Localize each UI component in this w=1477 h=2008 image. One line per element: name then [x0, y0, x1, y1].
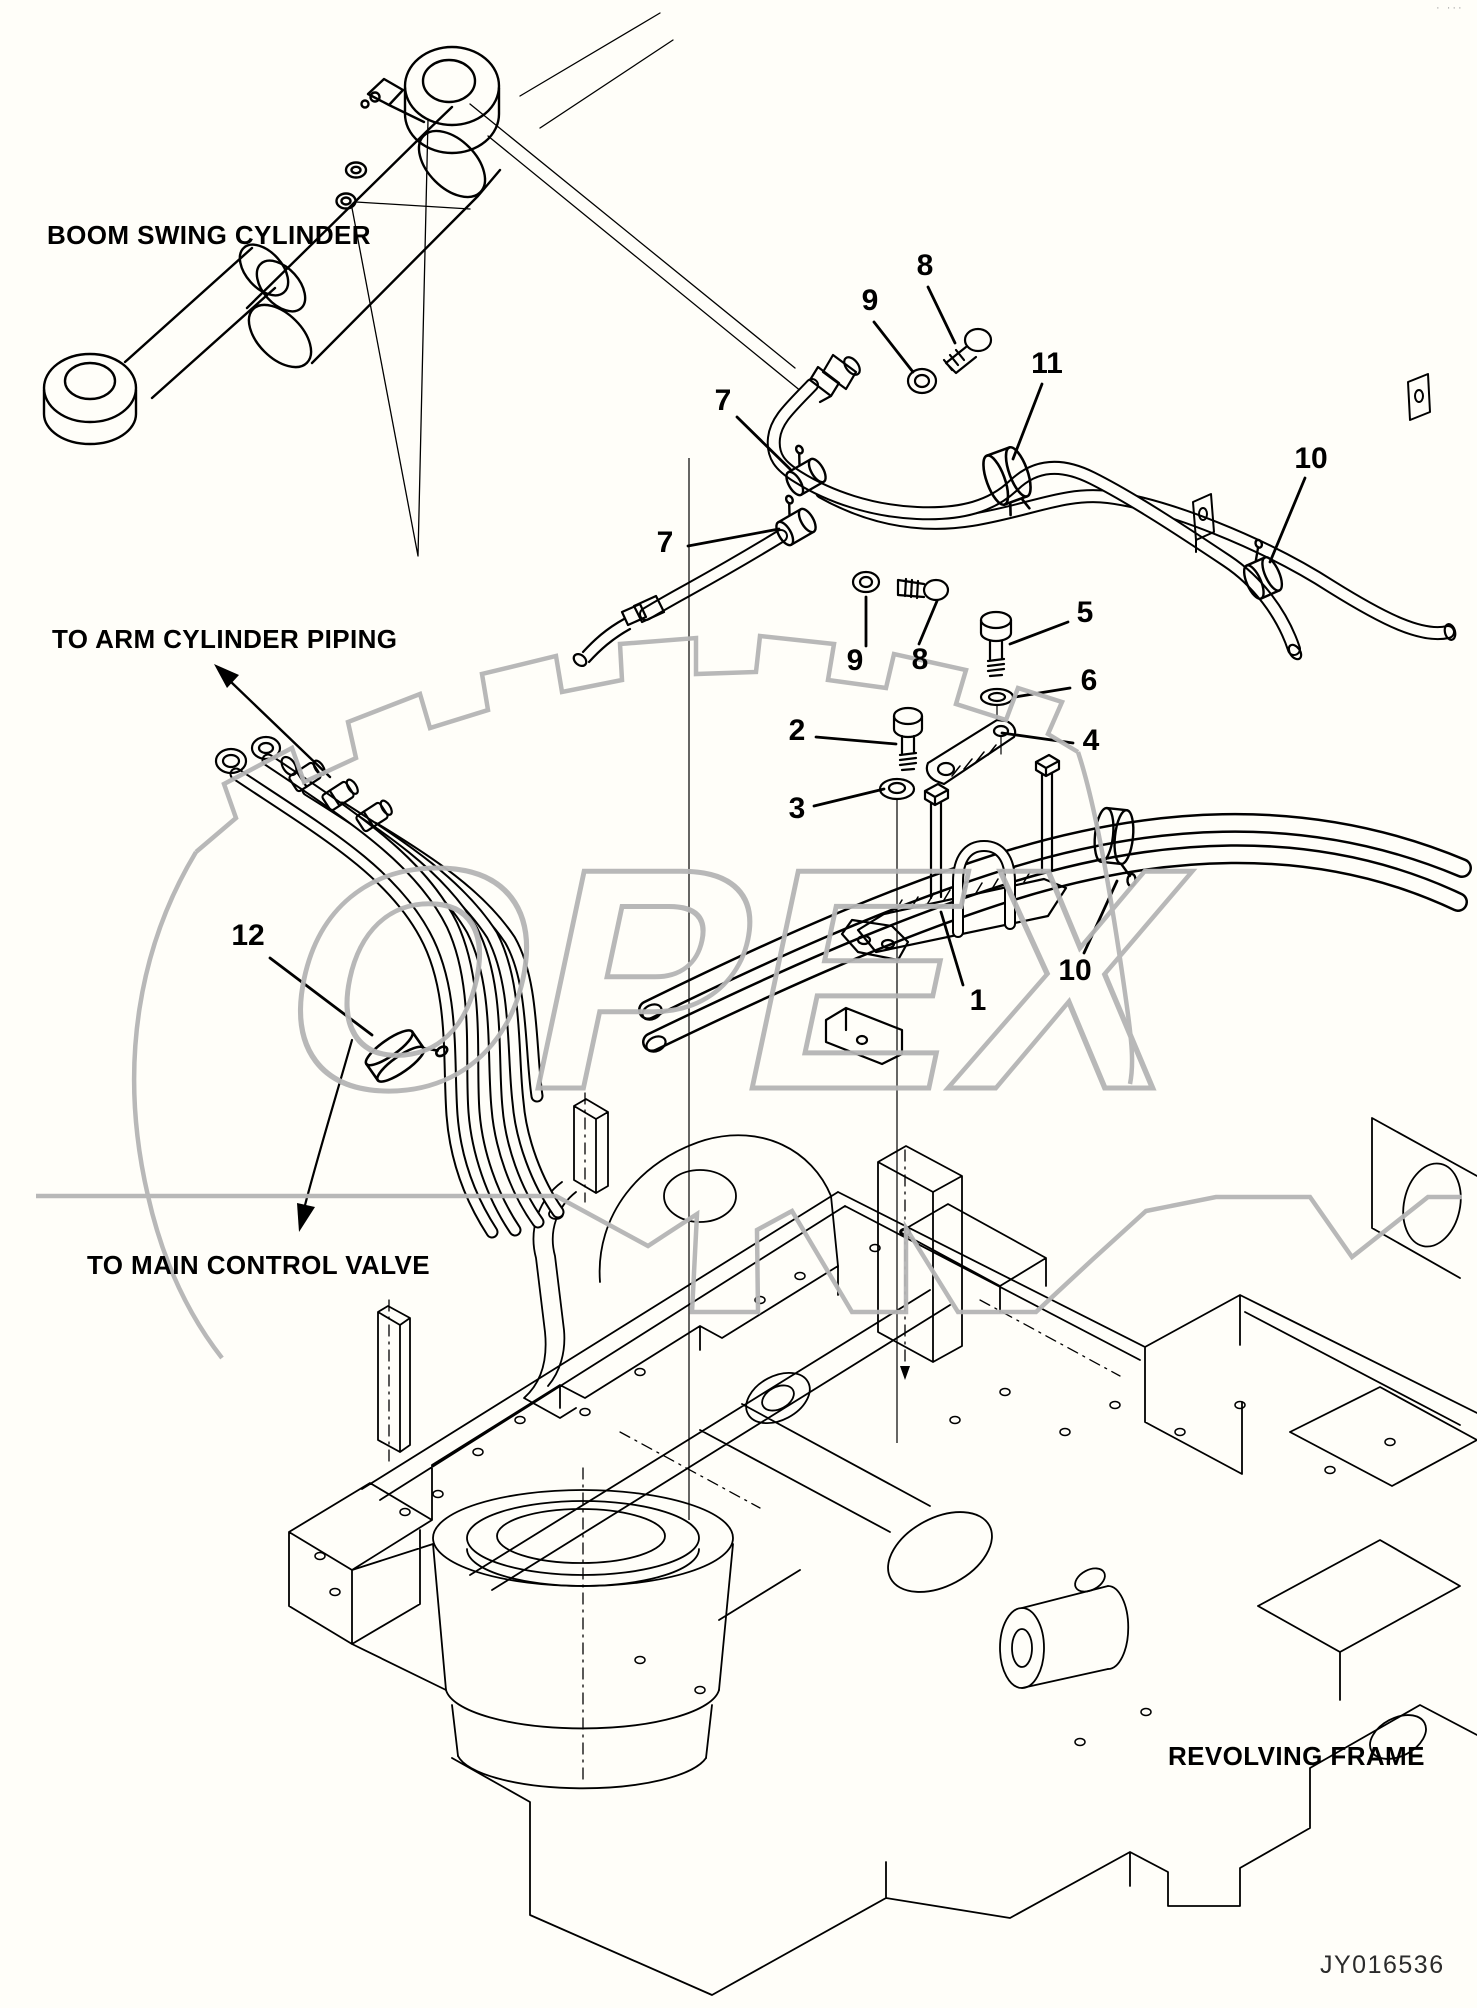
- watermark-zigzag-band: [36, 1193, 1462, 1315]
- upper-piping-drawing: [572, 327, 1457, 668]
- arm-cylinder-hoses-drawing: [214, 664, 565, 1239]
- callout-part-12: 12: [231, 919, 265, 952]
- callout-part-10: 10: [1294, 442, 1328, 475]
- callout-part-9: 9: [846, 644, 864, 677]
- watermark: OPEX: [36, 633, 1462, 1360]
- frame-bolt-holes: [314, 1227, 1396, 1747]
- bolt-2: [892, 706, 924, 772]
- watermark-gear-outline: [131, 633, 1135, 1360]
- clamp-10-right: [1242, 538, 1284, 600]
- callout-part-11: 11: [1031, 347, 1063, 380]
- plate-4: [925, 718, 1017, 786]
- hose-bundle-main-control-valve: [229, 753, 565, 1239]
- callout-part-10: 10: [1058, 954, 1092, 987]
- mounting-hardware-drawing: [638, 610, 1472, 1066]
- washer-9-upper: [906, 367, 938, 395]
- callout-part-2: 2: [788, 714, 806, 747]
- arrowhead-to-main-control-valve: [297, 1203, 315, 1232]
- pipe-brackets: [1192, 373, 1431, 553]
- bolt-8-upper: [942, 327, 993, 375]
- caption-boom-swing-cylinder: BOOM SWING CYLINDER: [47, 220, 371, 250]
- callout-part-8: 8: [916, 249, 934, 282]
- caption-revolving-frame: REVOLVING FRAME: [1168, 1741, 1425, 1771]
- clamp-11: [982, 445, 1032, 517]
- caption-to-arm-cylinder-piping: TO ARM CYLINDER PIPING: [52, 624, 398, 654]
- bolt-5: [979, 610, 1013, 678]
- arrowhead-to-arm-cylinder-piping: [214, 664, 239, 688]
- caption-to-main-control-valve: TO MAIN CONTROL VALVE: [87, 1250, 431, 1280]
- callout-part-1: 1: [969, 984, 987, 1017]
- callout-part-5: 5: [1076, 596, 1094, 629]
- revolving-frame-drawing: [288, 1092, 1477, 1996]
- corner-watermark-marks: · ···: [1436, 2, 1464, 14]
- clamp-7-upper: [785, 444, 827, 497]
- drawing-number: JY016536: [1320, 1951, 1445, 1979]
- clamp-7-lower: [775, 494, 817, 547]
- clamp-12: [364, 1029, 449, 1083]
- callout-part-8: 8: [911, 643, 929, 676]
- callout-part-7: 7: [714, 384, 732, 417]
- watermark-text: OPEX: [254, 803, 1220, 1155]
- callout-part-7: 7: [656, 526, 674, 559]
- pipe-7-lower-fitting: [572, 594, 666, 668]
- clamp-bracket-1: [824, 753, 1068, 1066]
- pipe-7-elbow-fitting: [808, 353, 1457, 661]
- projection-lines: [688, 458, 898, 1520]
- boom-swing-cylinder-drawing: [42, 12, 803, 557]
- callout-part-6: 6: [1080, 664, 1098, 697]
- washer-9-lower: [851, 570, 881, 594]
- leader-lines: [268, 285, 1307, 1037]
- callout-part-3: 3: [788, 792, 806, 825]
- callout-part-9: 9: [861, 284, 879, 317]
- callout-part-4: 4: [1082, 724, 1100, 757]
- arrow-to-arm-cylinder-piping: [228, 679, 332, 779]
- bolt-8-lower: [896, 577, 950, 602]
